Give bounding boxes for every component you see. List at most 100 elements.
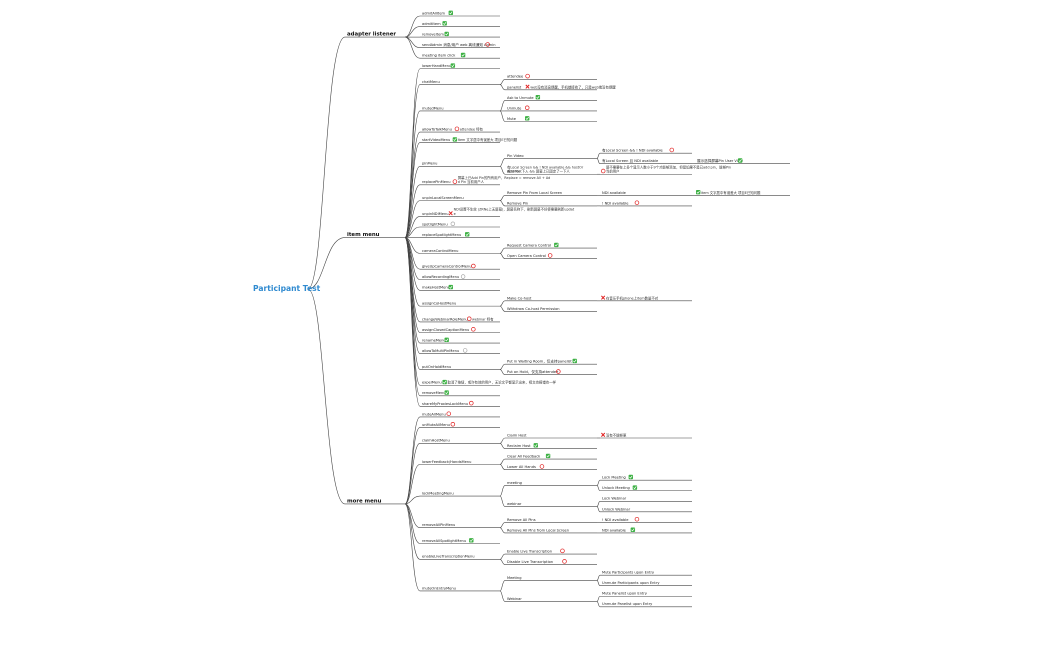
node-label: meeting item click [422,54,456,58]
node-pin-video[interactable]: Pin Video [505,154,597,159]
node-mutedmenu[interactable]: mutedMenu [420,106,500,112]
node-putonholdmenu[interactable]: putOnHoldMenu [420,365,500,370]
node-removemenu[interactable]: removeMenu [420,391,500,397]
node-node[interactable]: 屏不需要在上多个显示人数小于9个才能够添加，但是如果不是已add pin，能够P… [600,164,731,175]
node-note: item 文字居中有误差大 项目E已知问题 [701,190,761,195]
node-ndi-available[interactable]: NDI available [600,528,692,534]
node-withdraw-co-host-permission[interactable]: Withdraw Co-host Permission [505,307,597,312]
node-mute-participants-upon-entry[interactable]: Mute Participants upon Entry [600,571,692,576]
node-mute-panelist-upon-entry[interactable]: Mute Panelist upon Entry [600,592,692,597]
node-label: Remove Pin From Local Screen [507,191,562,195]
node-admitallitem[interactable]: admitAllItem [420,11,500,17]
node-attendee[interactable]: attendee [505,75,597,80]
node-mute[interactable]: Mute [505,117,597,122]
node-allowrecordingmenu[interactable]: allowRecordingMenu [420,275,500,281]
node-assigncohostmenu[interactable]: assignCoHostMenu [420,302,500,307]
node-enable-live-transcription[interactable]: Enable Live Transcription [505,549,597,555]
node-unpinlocalscreenmenu[interactable]: unpinLocalScreenMenu [420,196,500,201]
node-lock-webinar[interactable]: Lock Webinar [600,497,692,502]
node-local-screen-ndi-available[interactable]: 有Local Screen 且 NDI available [600,158,692,164]
node-node[interactable]: item 文字居中有误差大 项目E已知问题 [695,190,790,196]
node-claimhostmenu[interactable]: claimHostMenu [420,439,500,444]
node-lock-meeting[interactable]: Lock Meeting [600,476,692,481]
node-lower-all-hands[interactable]: Lower All Hands [505,465,597,470]
node-put-on-hold-attendee[interactable]: Put on Hold，仅支持attendee [505,369,597,376]
node-lowerhandmenu[interactable]: lowerHandMenu [420,64,500,70]
node-ndi-available[interactable]: NDI available [600,191,692,196]
root-node-title[interactable]: Participant Test [253,284,321,293]
red-circle-icon [525,73,530,79]
node-allowtomultipinmenu[interactable]: allowToMultiPinMenu [420,349,500,354]
node-lockmeetingmenu[interactable]: lockMeetingMenu [420,491,500,497]
connector-line [596,506,601,513]
node-muteallmenu[interactable]: muteAllMenu [420,412,500,418]
node-spotlightmenu[interactable]: spotlightMenu [420,222,500,228]
green-check-icon [444,390,449,395]
node-meeting-item-click[interactable]: meeting item click [420,54,500,59]
node-admititem[interactable]: admitItem [420,22,500,27]
node-removeitem[interactable]: removeItem [420,33,500,38]
node-reclaim-host[interactable]: Reclaim Host [505,444,597,449]
node-remove-pin[interactable]: Remove Pin [505,201,597,207]
node-disable-live-transcription[interactable]: Disable Live Transcription [505,560,597,565]
node-webinar[interactable]: Webinar [505,597,597,602]
node-clear-all-feedback[interactable]: Clear All Feedback [505,455,597,460]
node-item-menu[interactable]: item menu [345,232,405,238]
node-ndi-available[interactable]: ! NDI available [600,518,692,523]
node-enablelivetranscriptionmenu[interactable]: enableLiveTranscriptionMenu [420,555,500,560]
node-local-screen-ndi-available[interactable]: 有Local Screen && ! NDI available [600,148,692,154]
node-more-menu[interactable]: more menu [345,498,405,504]
node-remove-all-pins[interactable]: Remove All Pins [505,518,597,523]
grey-circle-icon [460,274,466,279]
node-node[interactable]: 在音乐手机phone上item数量不对 [600,295,692,302]
node-muteonentrymenu[interactable]: muteOnEntryMenu [420,586,500,592]
node-make-co-host[interactable]: Make Co-host [505,296,597,302]
node-put-in-waiting-room-panelist[interactable]: Put in Waiting Room，仅支持panelist [505,359,597,365]
node-node[interactable]: 没有不能够更 [600,432,692,439]
node-sharemyproxieslockmenu[interactable]: shareMyProxiesLockMenu [420,402,500,407]
node-unmute-panelist-upon-entry[interactable]: Unmute Panelist upon Entry [600,602,692,608]
node-adapter-listener[interactable]: adapter listener [345,32,405,38]
node-meeting[interactable]: Meeting [505,576,597,581]
node-webinar[interactable]: webinar [505,502,597,507]
node-lowerfeedback-handsmenu[interactable]: lowerFeedback/HandsMenu [420,460,500,465]
node-pinmenu[interactable]: pinMenu [420,162,500,167]
green-check-icon [545,453,551,459]
node-unlock-webinar[interactable]: Unlock Webinar [600,507,692,513]
node-note: 在音乐手机phone上item数量不对 [606,295,659,300]
node-replacespotlightmenu[interactable]: replaceSpotlightMenu [420,233,500,238]
node-unmute-participants-upon-entry[interactable]: Unmute Participants upon Entry [600,581,692,587]
node-label: ! NDI available [602,201,629,205]
node-cameracontrolmenu[interactable]: cameraControlMenu [420,249,500,254]
node-removeallpinmenu[interactable]: removeAllPinMenu [420,523,500,528]
node-request-camera-control[interactable]: Request Camera Control [505,244,597,249]
node-removeallspotlightmenu[interactable]: removeAllSpotlightMenu [420,539,500,544]
node-sendadmin-web-admin[interactable]: sendAdmin 消息/用户 web 离线通知 Admin [420,42,500,48]
node-ndi-available[interactable]: ! NDI available [600,201,692,207]
node-pin-user-view[interactable]: 展示选择屏幕Pin User View [695,158,790,164]
connector-line [596,152,601,159]
node-unmute[interactable]: Unmute [505,106,597,112]
node-makehostmenu[interactable]: makeHostMenu [420,286,500,291]
node-unmuteallmenu[interactable]: unMuteAllMenu [420,423,500,428]
node-meeting[interactable]: meeting [505,481,597,486]
node-renamemenu[interactable]: renameMenu [420,338,500,344]
node-giveupcameracontrolmenu[interactable]: giveUpCameraControlMenu [420,265,500,270]
node-open-camera-control[interactable]: Open Camera Control [505,254,597,259]
node-remove-all-pins-from-local-screen[interactable]: Remove All Pins from Local Screen [505,528,597,534]
node-assignclosedcaptionmenu[interactable]: assignClosedCaptionMenu [420,328,500,333]
node-ask-to-unmute[interactable]: Ask to Unmute [505,96,597,101]
node-chatmenu[interactable]: chatMenu [420,80,500,85]
node-claim-host[interactable]: Claim Host [505,433,597,439]
green-check-icon [460,52,466,58]
node-remove-pin-from-local-screen[interactable]: Remove Pin From Local Screen [505,191,597,196]
node-unlock-meeting[interactable]: Unlock Meeting [600,486,692,492]
